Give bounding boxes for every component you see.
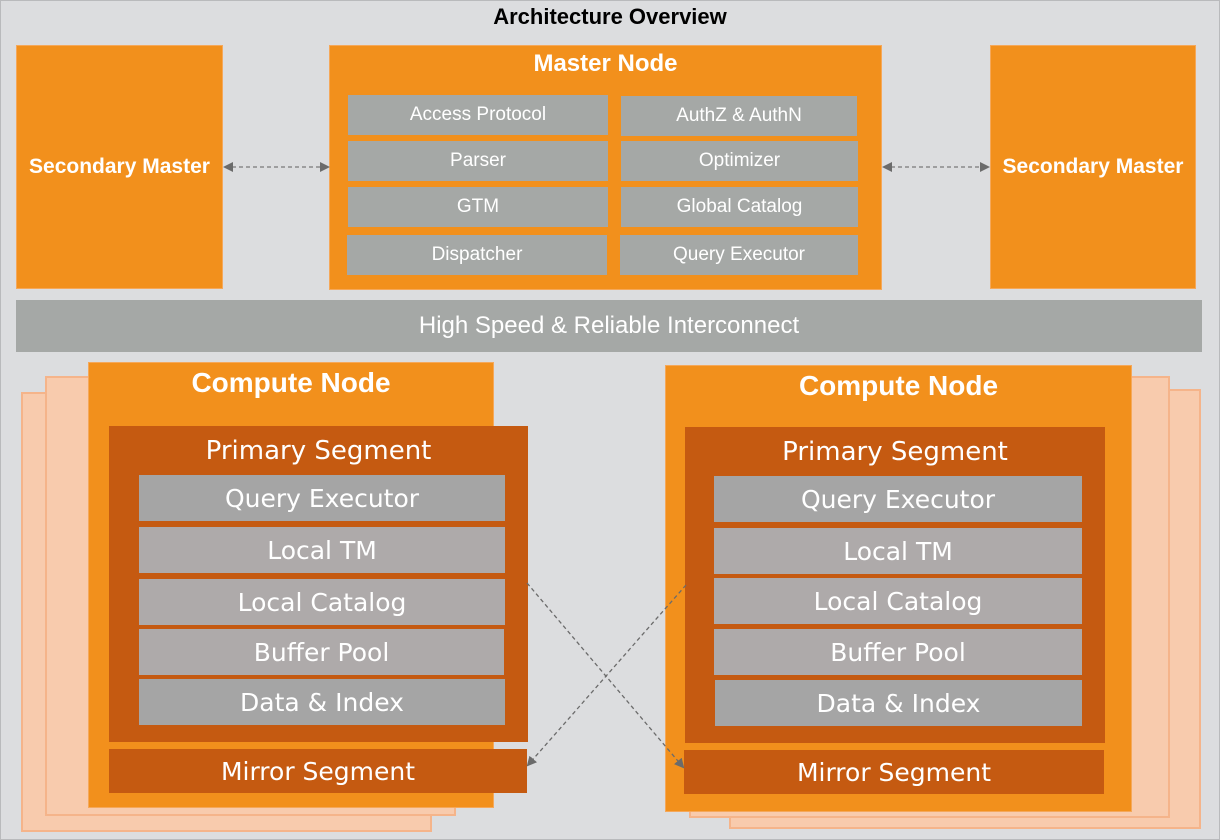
primary-segment-title: Primary Segment bbox=[205, 436, 432, 466]
master-node: Master Node Access Protocol AuthZ & Auth… bbox=[329, 45, 882, 290]
segment-component: Buffer Pool bbox=[714, 629, 1082, 675]
segment-component: Local Catalog bbox=[714, 578, 1082, 624]
secondary-master-right-label: Secondary Master bbox=[1002, 155, 1184, 178]
secondary-master-left-label: Secondary Master bbox=[29, 155, 210, 178]
mirror-segment: Mirror Segment bbox=[684, 750, 1104, 794]
compute-node-left: Compute Node Primary Segment Query Execu… bbox=[88, 362, 528, 808]
interconnect-bar: High Speed & Reliable Interconnect bbox=[16, 300, 1202, 352]
segment-component: Local Catalog bbox=[139, 579, 505, 625]
primary-segment-title: Primary Segment bbox=[782, 437, 1008, 467]
compute-node-title: Compute Node bbox=[191, 367, 391, 398]
master-component: Optimizer bbox=[621, 141, 858, 181]
master-node-title: Master Node bbox=[533, 50, 678, 77]
diagram-title: Architecture Overview bbox=[493, 4, 727, 29]
master-component: Query Executor bbox=[620, 235, 858, 275]
master-component: AuthZ & AuthN bbox=[621, 96, 857, 136]
segment-component: Local TM bbox=[714, 528, 1082, 574]
master-component: Access Protocol bbox=[348, 95, 608, 135]
master-component: Global Catalog bbox=[621, 187, 858, 227]
segment-component: Buffer Pool bbox=[139, 629, 504, 675]
segment-component: Query Executor bbox=[714, 476, 1082, 522]
segment-component: Query Executor bbox=[139, 475, 505, 521]
segment-component: Data & Index bbox=[715, 680, 1082, 726]
master-component: GTM bbox=[348, 187, 608, 227]
secondary-master-right: Secondary Master bbox=[990, 45, 1196, 289]
segment-component: Data & Index bbox=[139, 679, 505, 725]
mirror-segment: Mirror Segment bbox=[109, 749, 527, 793]
compute-node-title: Compute Node bbox=[798, 370, 999, 401]
segment-component: Local TM bbox=[139, 527, 505, 573]
secondary-master-left: Secondary Master bbox=[16, 45, 223, 289]
master-component: Dispatcher bbox=[347, 235, 607, 275]
compute-node-right: Compute Node Primary Segment Query Execu… bbox=[665, 365, 1132, 812]
master-component: Parser bbox=[348, 141, 608, 181]
